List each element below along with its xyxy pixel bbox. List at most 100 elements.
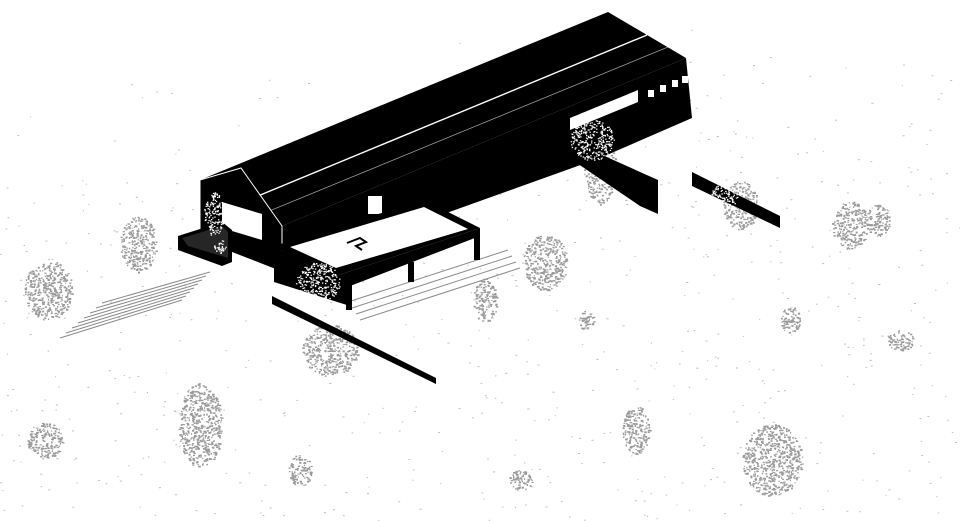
vegetation-speck bbox=[626, 438, 628, 440]
ground-speck bbox=[234, 449, 236, 451]
vegetation-speck bbox=[647, 429, 651, 432]
vegetation-speck bbox=[50, 301, 53, 304]
vegetation-speck bbox=[130, 254, 132, 256]
vegetation-speck bbox=[308, 351, 311, 354]
ground-speck bbox=[4, 300, 7, 302]
vegetation-speck bbox=[37, 294, 39, 296]
vegetation-speck bbox=[46, 443, 49, 445]
vegetation-speck bbox=[143, 241, 145, 243]
vegetation-speck bbox=[221, 417, 224, 419]
vegetation-speck bbox=[741, 216, 744, 218]
vegetation-speck bbox=[190, 456, 193, 458]
vegetation-speck bbox=[134, 247, 137, 250]
vegetation-speck bbox=[528, 475, 531, 478]
vegetation-speck bbox=[35, 427, 39, 429]
ground-speck bbox=[554, 415, 556, 417]
vegetation-speck bbox=[900, 345, 903, 348]
ground-speck bbox=[110, 301, 113, 303]
vegetation-speck bbox=[322, 361, 324, 363]
vegetation-speck bbox=[308, 460, 311, 462]
vegetation-speck bbox=[543, 270, 546, 273]
vegetation-speck bbox=[726, 210, 728, 213]
vegetation-speck bbox=[194, 412, 196, 414]
vegetation-speck bbox=[36, 449, 40, 451]
vegetation-speck bbox=[188, 458, 190, 460]
vegetation-speck bbox=[888, 340, 891, 343]
vegetation-speck bbox=[845, 232, 848, 234]
vegetation-speck bbox=[39, 444, 42, 446]
vegetation-speck bbox=[357, 354, 360, 357]
vegetation-speck bbox=[543, 273, 545, 276]
ground-speck bbox=[717, 357, 719, 359]
vegetation-speck bbox=[755, 438, 758, 440]
vegetation-speck bbox=[849, 224, 851, 226]
vegetation-speck bbox=[860, 218, 863, 220]
vegetation-speck bbox=[194, 403, 197, 405]
vegetation-speck bbox=[635, 433, 638, 436]
vegetation-speck bbox=[779, 489, 781, 491]
vegetation-speck bbox=[847, 217, 850, 220]
vegetation-speck bbox=[44, 426, 46, 428]
ground-speck bbox=[296, 399, 299, 401]
vegetation-speck bbox=[861, 210, 863, 212]
vegetation-speck bbox=[885, 232, 887, 234]
vegetation-speck bbox=[781, 476, 783, 479]
vegetation-speck bbox=[859, 221, 861, 224]
vegetation-speck bbox=[599, 199, 601, 202]
vegetation-speck bbox=[191, 392, 194, 395]
vegetation-speck bbox=[25, 283, 27, 286]
vegetation-speck bbox=[144, 226, 148, 229]
vegetation-speck bbox=[866, 224, 869, 226]
vegetation-speck bbox=[494, 293, 497, 295]
vegetation-speck bbox=[206, 421, 209, 423]
ground-speck bbox=[733, 411, 735, 413]
vegetation-speck bbox=[337, 363, 340, 365]
ground-speck bbox=[910, 310, 913, 312]
vegetation-speck bbox=[205, 448, 207, 451]
ground-speck bbox=[681, 482, 684, 484]
vegetation-speck bbox=[197, 420, 200, 423]
vegetation-speck bbox=[136, 265, 139, 268]
vegetation-speck bbox=[855, 212, 858, 214]
vegetation-speck bbox=[292, 473, 294, 476]
ground-speck bbox=[415, 406, 417, 408]
vegetation-speck bbox=[582, 328, 585, 330]
vegetation-speck bbox=[303, 347, 305, 349]
vegetation-speck bbox=[146, 221, 148, 223]
vegetation-speck bbox=[833, 235, 835, 237]
vegetation-speck bbox=[746, 197, 749, 200]
vegetation-speck bbox=[198, 455, 200, 458]
vegetation-speck bbox=[312, 348, 314, 350]
vegetation-speck bbox=[55, 431, 57, 433]
vegetation-speck bbox=[539, 281, 541, 284]
vegetation-speck bbox=[58, 310, 60, 313]
vegetation-speck bbox=[875, 224, 878, 226]
vegetation-speck bbox=[639, 452, 642, 454]
vegetation-speck bbox=[623, 425, 626, 427]
vegetation-speck bbox=[142, 257, 145, 260]
ground-speck bbox=[705, 378, 708, 380]
vegetation-speck bbox=[555, 250, 558, 252]
vegetation-speck bbox=[535, 260, 538, 263]
vegetation-speck bbox=[549, 240, 552, 242]
vegetation-speck bbox=[179, 440, 182, 442]
vegetation-speck bbox=[529, 251, 532, 253]
vegetation-speck bbox=[124, 251, 126, 253]
ground-speck bbox=[170, 210, 173, 212]
vegetation-speck bbox=[795, 321, 798, 323]
ground-speck bbox=[40, 486, 42, 488]
ground-speck bbox=[437, 333, 440, 335]
vegetation-speck bbox=[194, 391, 198, 393]
vegetation-speck bbox=[182, 436, 184, 439]
vegetation-speck bbox=[50, 277, 53, 280]
vegetation-speck bbox=[561, 275, 564, 277]
vegetation-speck bbox=[496, 295, 498, 297]
vegetation-speck bbox=[740, 217, 742, 220]
vegetation-speck bbox=[557, 261, 560, 264]
vegetation-speck bbox=[300, 469, 304, 472]
ground-speck bbox=[467, 264, 469, 266]
vegetation-speck bbox=[60, 278, 63, 280]
vegetation-speck bbox=[747, 195, 750, 197]
vegetation-speck bbox=[351, 357, 353, 360]
vegetation-speck bbox=[310, 337, 313, 339]
